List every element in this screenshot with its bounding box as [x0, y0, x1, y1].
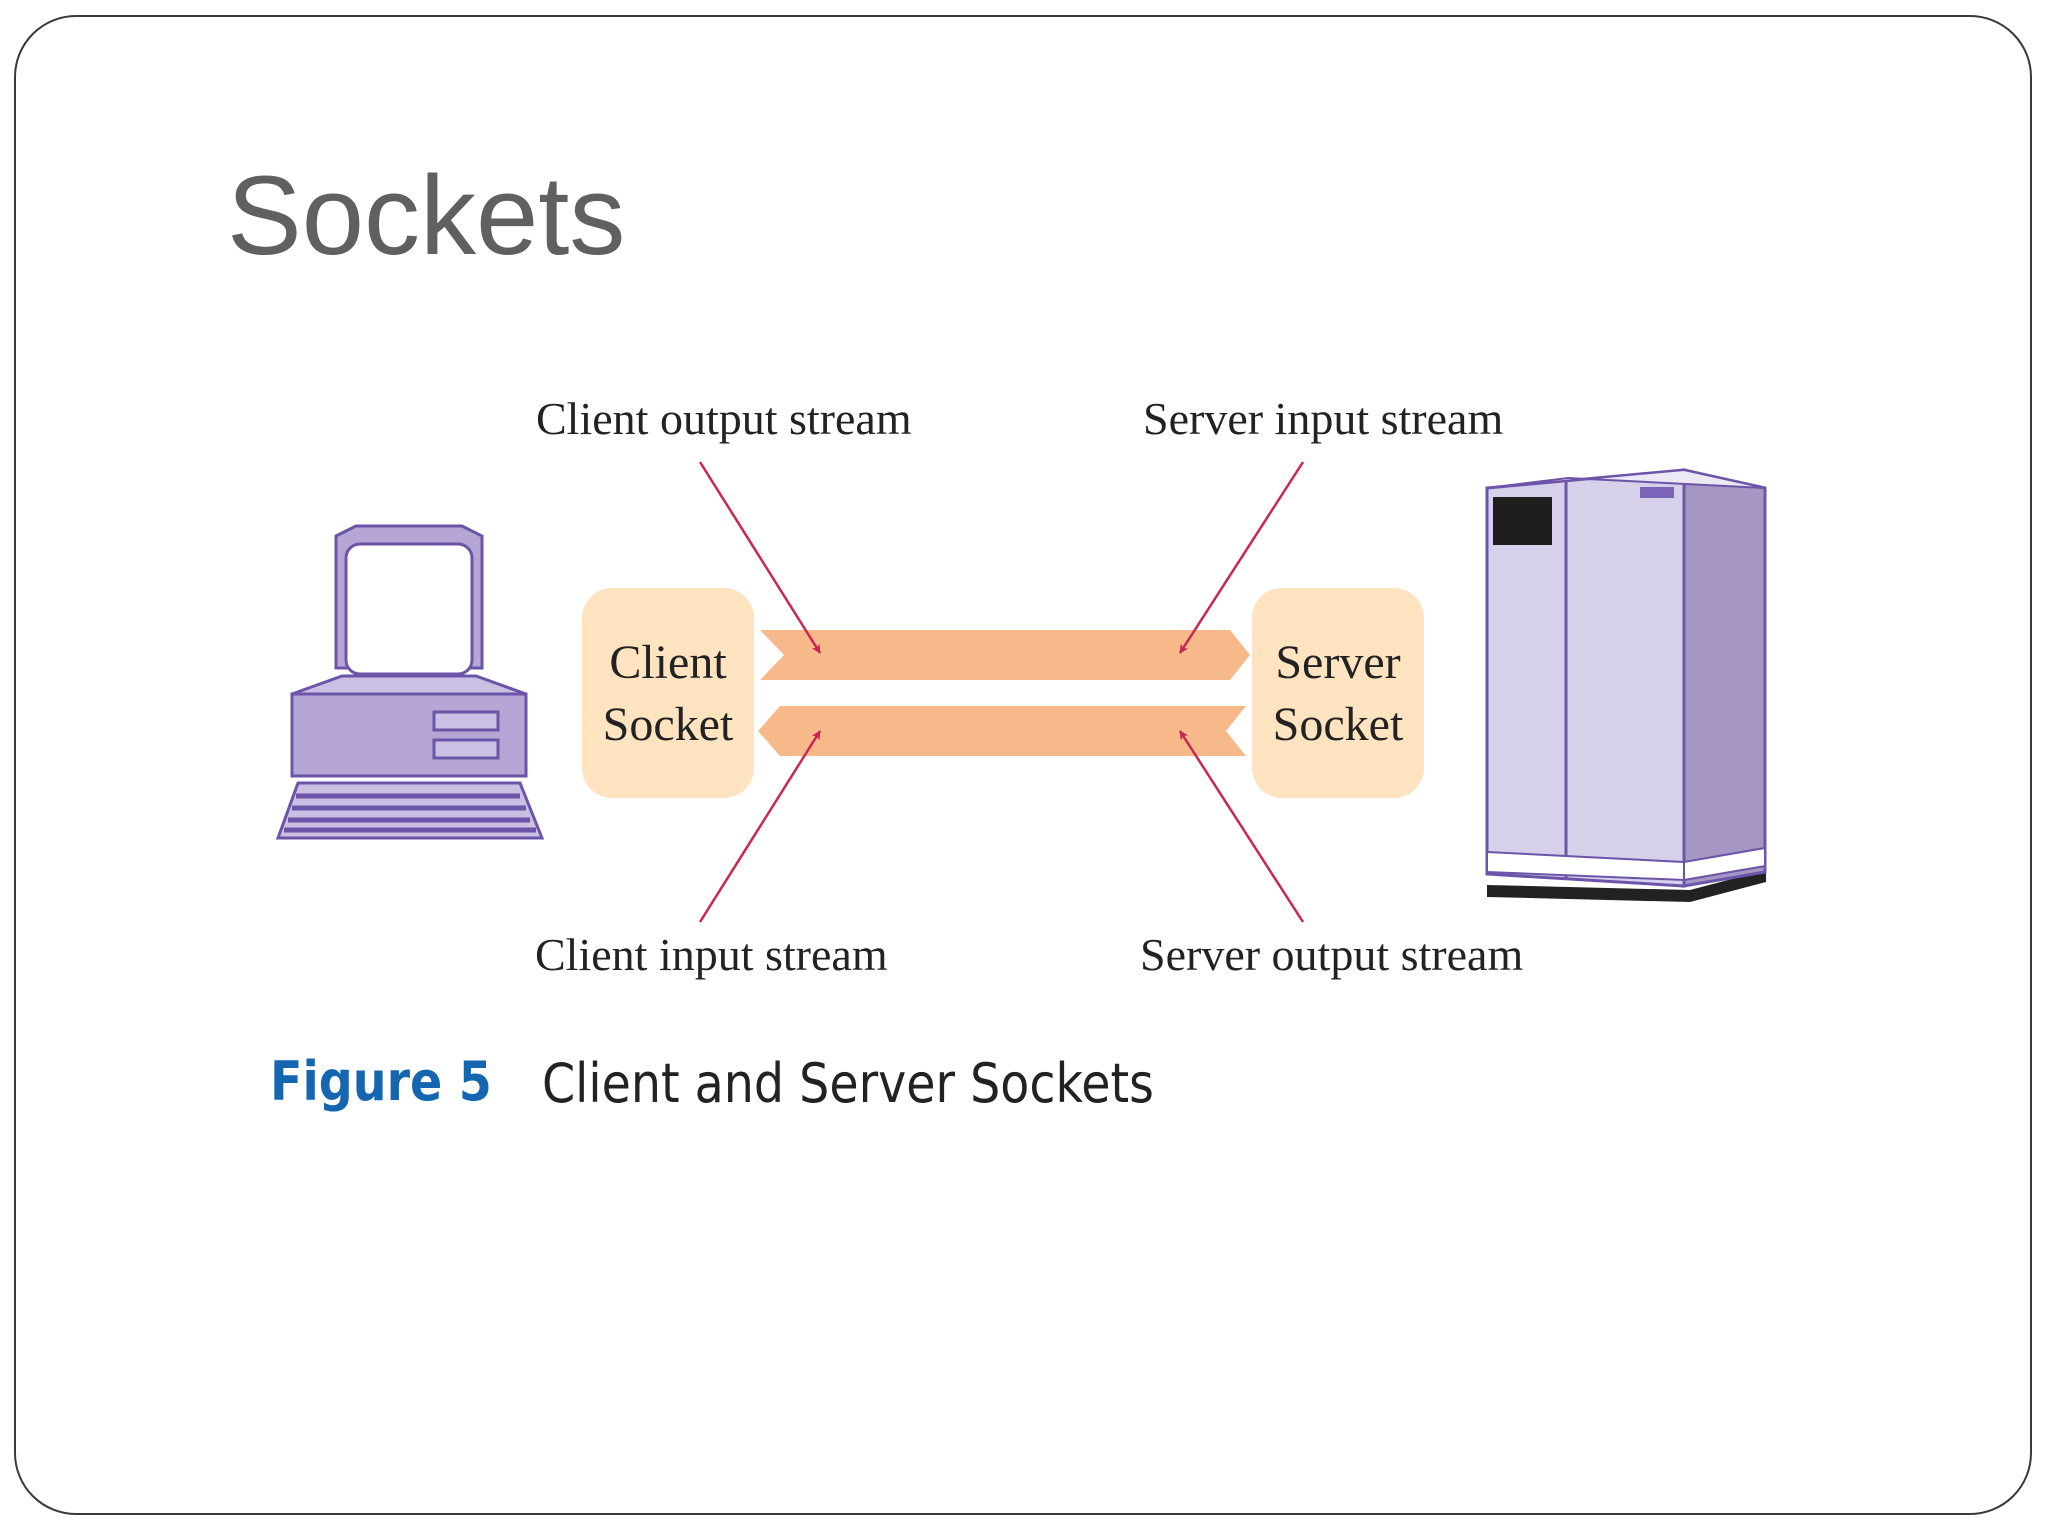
figure-number: Figure 5 [270, 1050, 492, 1113]
server-to-client-stream-band [758, 706, 1246, 756]
server-socket-label-line1: Server [1275, 636, 1400, 689]
client-socket: Client Socket [582, 588, 754, 798]
client-socket-label-line2: Socket [603, 698, 734, 751]
slide-title: Sockets [227, 153, 626, 278]
client-socket-label-line1: Client [609, 636, 727, 689]
client-output-stream-pointer [698, 461, 822, 654]
server-input-stream-label: Server input stream [1143, 393, 1503, 444]
figure-caption: Figure 5 Client and Server Sockets [270, 1050, 1154, 1115]
client-to-server-stream-band [760, 630, 1250, 680]
server-output-stream-pointer [1178, 730, 1305, 923]
client-input-stream-pointer [698, 730, 822, 923]
server-socket-label-line2: Socket [1273, 698, 1404, 751]
server-cabinet-icon [1485, 468, 1767, 902]
client-input-stream-label: Client input stream [535, 929, 888, 980]
server-output-stream-label: Server output stream [1140, 929, 1523, 980]
server-socket: Server Socket [1252, 588, 1424, 798]
server-input-stream-pointer [1178, 461, 1305, 654]
desktop-computer-icon [275, 524, 545, 840]
client-output-stream-label: Client output stream [536, 393, 912, 444]
figure-title: Client and Server Sockets [542, 1052, 1154, 1115]
